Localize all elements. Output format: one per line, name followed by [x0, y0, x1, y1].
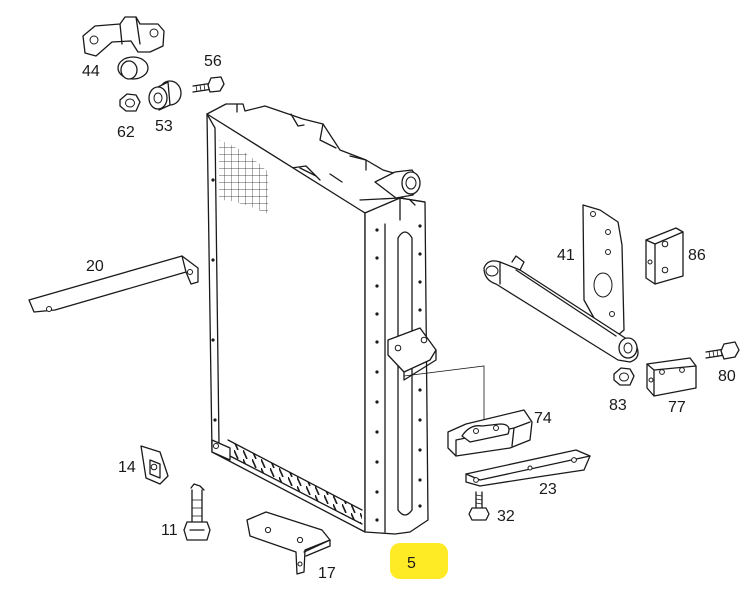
part-32-bolt[interactable]: [468, 491, 490, 521]
part-74-rubber-mount[interactable]: [447, 409, 533, 457]
label-86[interactable]: 86: [688, 247, 706, 264]
label-14[interactable]: 14: [118, 459, 136, 476]
label-32[interactable]: 32: [497, 508, 515, 525]
part-23-long-bracket[interactable]: [465, 449, 591, 487]
label-62[interactable]: 62: [117, 124, 135, 141]
part-77-clamp-plate[interactable]: [646, 357, 697, 397]
label-5[interactable]: 5: [407, 555, 416, 572]
support-strut[interactable]: [483, 255, 639, 363]
label-53[interactable]: 53: [155, 118, 173, 135]
part-5-radiator[interactable]: [206, 103, 485, 535]
part-20-air-guide-strip[interactable]: [28, 255, 199, 313]
part-17-lower-bracket[interactable]: [246, 511, 331, 575]
part-56-bolt[interactable]: [192, 76, 225, 93]
label-80[interactable]: 80: [718, 368, 736, 385]
part-86-angle-bracket[interactable]: [645, 227, 684, 285]
label-74[interactable]: 74: [534, 410, 552, 427]
part-41-bracket-plate[interactable]: [582, 204, 625, 343]
label-17[interactable]: 17: [318, 565, 336, 582]
part-62-nut[interactable]: [119, 93, 141, 112]
label-11[interactable]: 11: [161, 522, 178, 539]
label-44[interactable]: 44: [82, 63, 100, 80]
part-83-nut[interactable]: [613, 367, 635, 386]
label-23[interactable]: 23: [539, 481, 557, 498]
part-44-mounting-bracket[interactable]: [82, 16, 165, 80]
label-56[interactable]: 56: [204, 53, 222, 70]
label-77[interactable]: 77: [668, 399, 686, 416]
part-14-clip[interactable]: [140, 445, 169, 485]
part-11-drain-plug[interactable]: [183, 483, 211, 541]
part-5-highlight: [390, 543, 448, 579]
radiator-rivet-holes: [211, 178, 422, 522]
part-53-rubber-bushing[interactable]: [148, 80, 182, 111]
part-80-bolt[interactable]: [705, 341, 740, 360]
label-83[interactable]: 83: [609, 397, 627, 414]
label-41[interactable]: 41: [557, 247, 575, 264]
label-20[interactable]: 20: [86, 258, 104, 275]
